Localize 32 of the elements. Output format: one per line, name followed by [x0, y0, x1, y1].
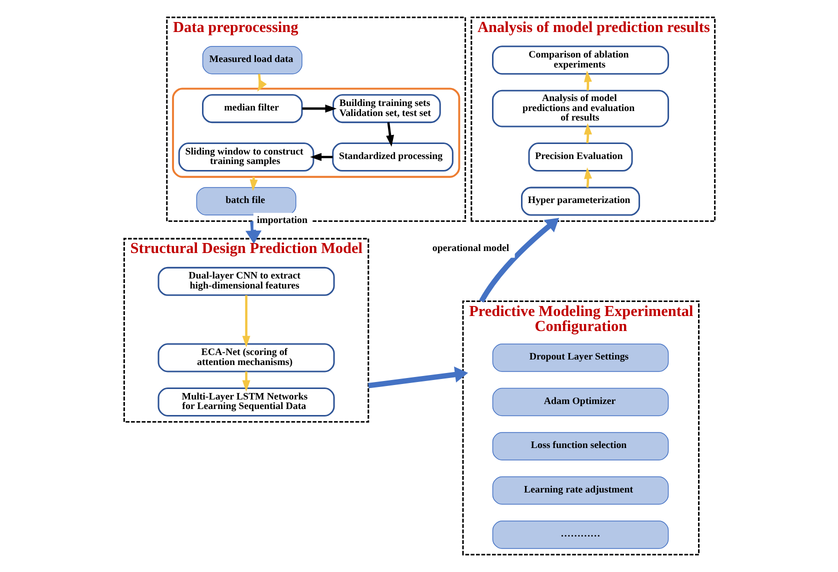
arrow: [583, 123, 592, 144]
node-box: batch file: [196, 187, 296, 216]
node-box: ECA-Net (scoring of attention mechanisms): [157, 343, 334, 372]
node-box: Loss function selection: [492, 432, 668, 460]
arrow: [242, 372, 250, 392]
node-box: median filter: [202, 94, 302, 124]
node-box: …………: [492, 520, 668, 549]
arrow: [583, 70, 592, 90]
edge-label: operational model: [432, 243, 509, 254]
node-box: Learning rate adjustment: [492, 476, 668, 505]
arrow: [368, 366, 468, 388]
arrow: [242, 295, 250, 348]
node-box: Comparison of ablation experiments: [492, 46, 669, 75]
node-box: Hyper parameterization: [520, 186, 640, 216]
node-box: Building training sets Validation set, test set: [332, 94, 440, 124]
arrow: [386, 122, 394, 147]
arrow: [310, 153, 332, 162]
node-box: Sliding window to construct training samples: [178, 142, 314, 172]
node-box: Precision Evaluation: [528, 142, 632, 172]
node-box: Analysis of model predictions and evaluation of results: [492, 90, 669, 128]
node-box: Multi-Layer LSTM Networks for Learning Sequential Data: [157, 388, 334, 416]
node-box: Dual-layer CNN to extract high-dimensional features: [157, 266, 334, 296]
node-box: Dropout Layer Settings: [492, 344, 668, 372]
node-box: Standardized processing: [332, 142, 453, 172]
arrow: [584, 167, 592, 188]
arrow: [244, 220, 262, 244]
arrow: [302, 104, 336, 113]
node-box: Measured load data: [202, 46, 302, 74]
arrow: [478, 218, 559, 303]
arrow: [256, 74, 266, 92]
node-box: Adam Optimizer: [492, 388, 668, 416]
cluster: [172, 88, 460, 178]
